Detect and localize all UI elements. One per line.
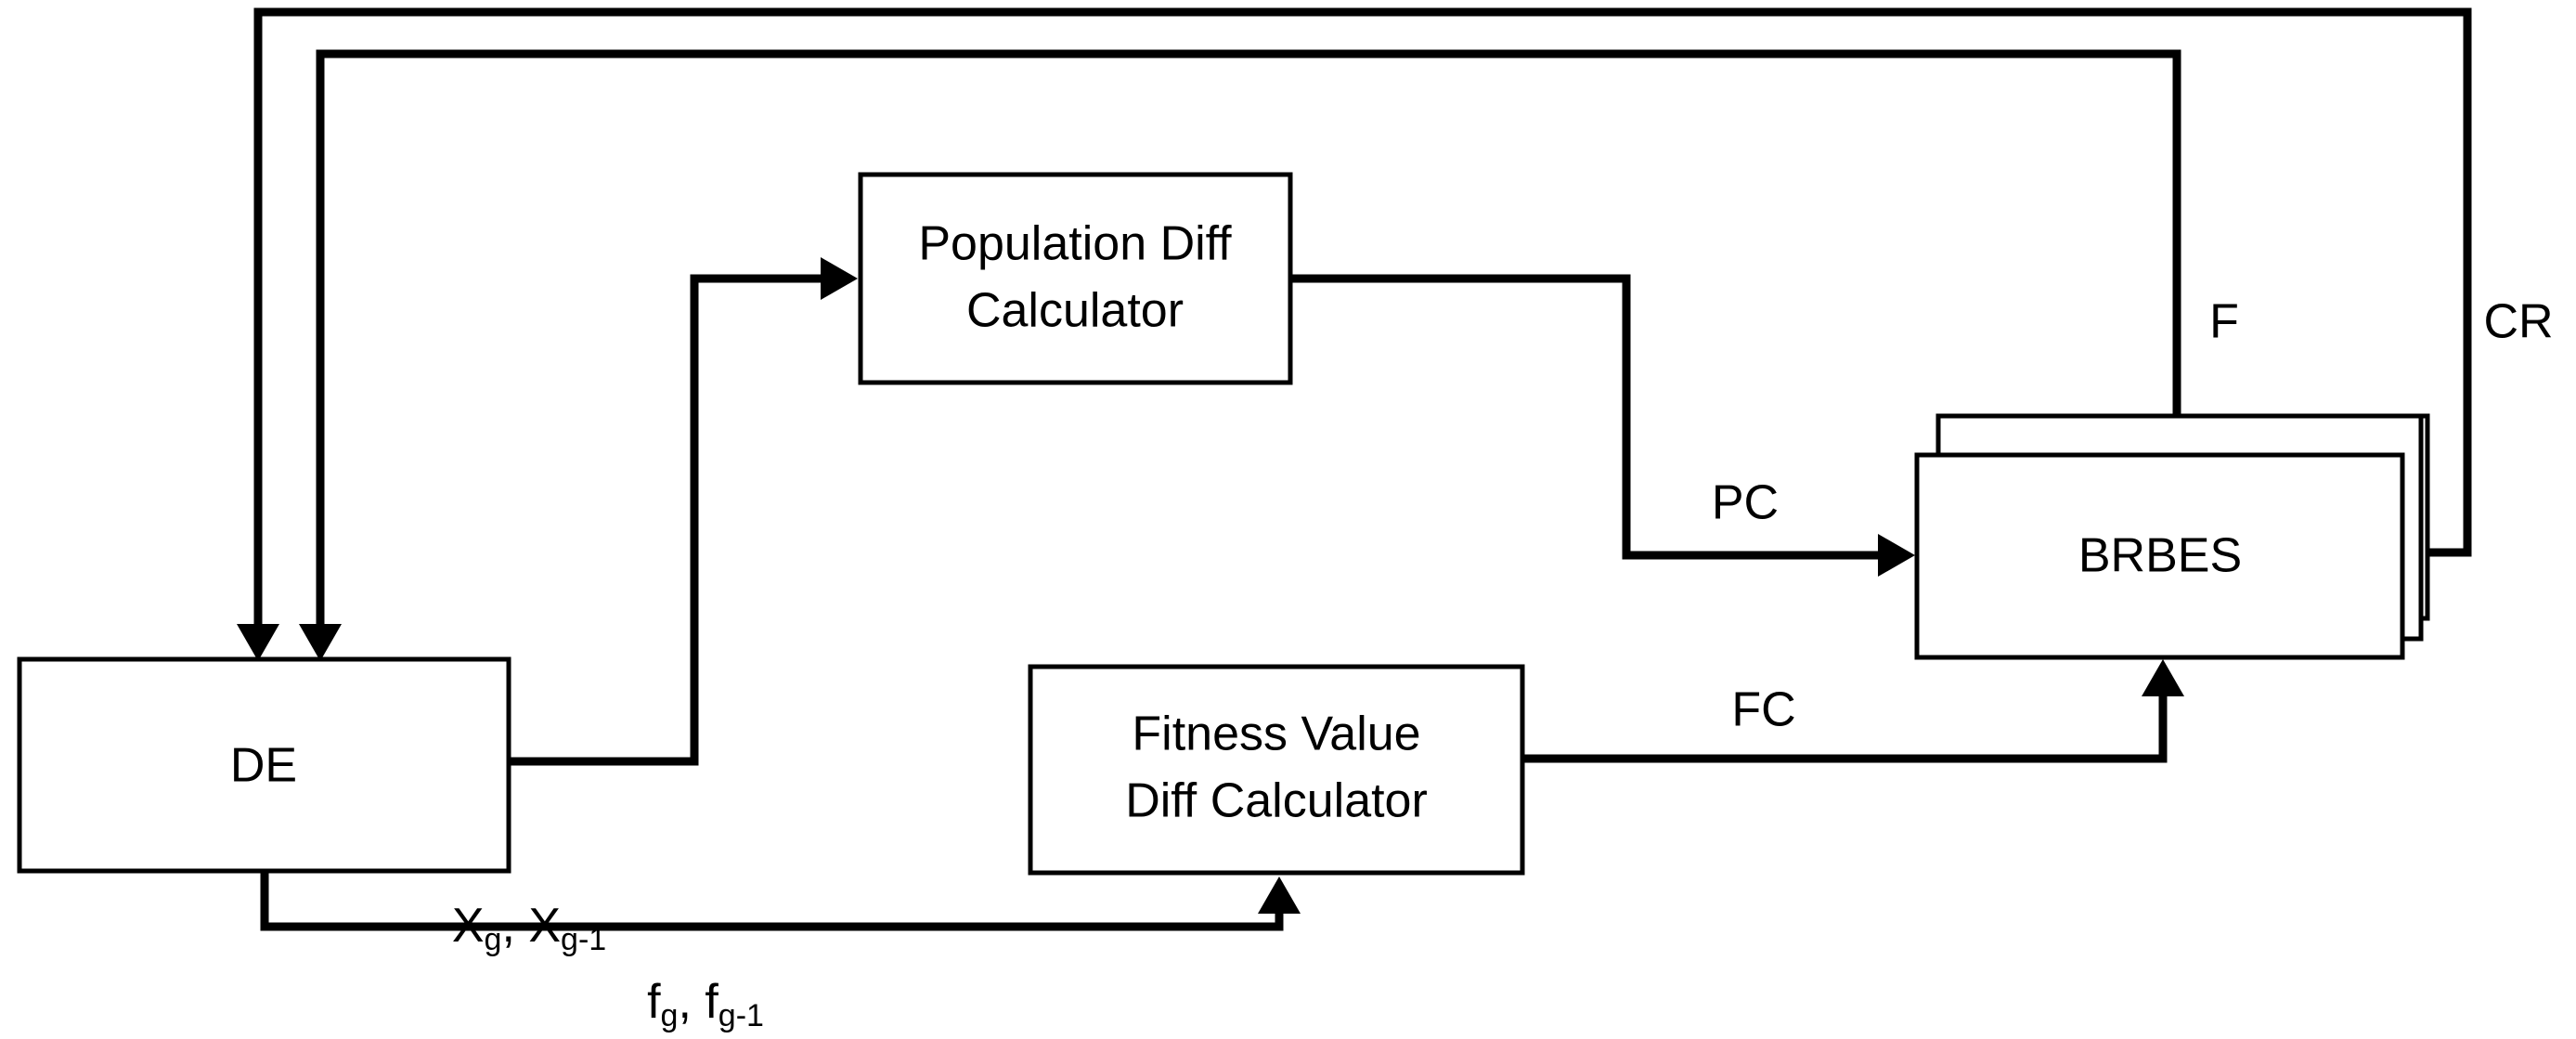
connections-layer [237,7,2472,931]
x-generation-base-1: X [452,899,485,953]
edge-label-cr: CR [2483,295,2553,349]
block-fitness-value-diff-calculator-label-line-1: Diff Calculator [1125,774,1428,828]
arrowhead-into-brbes-fc [2142,659,2184,696]
block-brbes[interactable]: BRBES [1914,413,2430,660]
x-generation-sub-1: g [485,922,502,957]
block-fitness-value-diff-calculator-label-line-0: Fitness Value [1132,708,1420,761]
block-de-shape [17,656,511,874]
block-de[interactable]: DE [17,656,511,874]
connection-de-to-population-diff [509,274,843,766]
edge-label-fc: FC [1731,683,1795,737]
block-fitness-value-diff-calculator-shape [1028,664,1525,876]
f-generation-base-2: f [705,975,718,1029]
connection-fitness-diff-to-brbes [1522,674,2168,763]
block-brbes-label-line-0: BRBES [2078,529,2242,583]
arrowhead-into-de-f [299,624,342,661]
block-population-diff-calculator-label-line-1: Calculator [966,284,1184,338]
connection-population-diff-to-brbes [1290,274,1899,560]
block-population-diff-calculator[interactable]: Population Diff Calculator [858,172,1293,385]
edge-label-f: F [2209,295,2239,349]
edge-label-f-generation: fg, fg-1 [647,975,764,1033]
block-fitness-value-diff-calculator[interactable]: Fitness Value Diff Calculator [1028,664,1525,876]
x-generation-sub-2: g-1 [561,922,606,957]
x-generation-sep: , [501,899,528,953]
f-generation-sep: , [678,975,705,1029]
block-de-label-line-0: DE [230,739,297,793]
f-generation-sub-1: g [661,998,679,1033]
connection-brbes-cr-to-de [253,7,2472,648]
edge-labels-layer: PC FC F CR Xg, Xg-1 fg, fg-1 [452,295,2554,1033]
edge-label-pc: PC [1712,476,1779,530]
arrowhead-into-fitness-diff [1258,877,1301,914]
f-generation-base-1: f [647,975,661,1029]
block-population-diff-calculator-label-line-0: Population Diff [918,217,1232,271]
connection-brbes-f-to-de [316,49,2181,648]
edge-label-x-generation: Xg, Xg-1 [452,899,606,957]
arrowhead-into-brbes-pc [1878,534,1915,577]
block-brbes-card-front [1914,452,2405,660]
arrowhead-into-population-diff [821,257,858,300]
arrowhead-into-de-cr [237,624,279,661]
connection-de-to-fitness-diff [260,871,1284,931]
x-generation-base-2: X [528,899,561,953]
block-population-diff-calculator-shape [858,172,1293,385]
f-generation-sub-2: g-1 [718,998,764,1033]
